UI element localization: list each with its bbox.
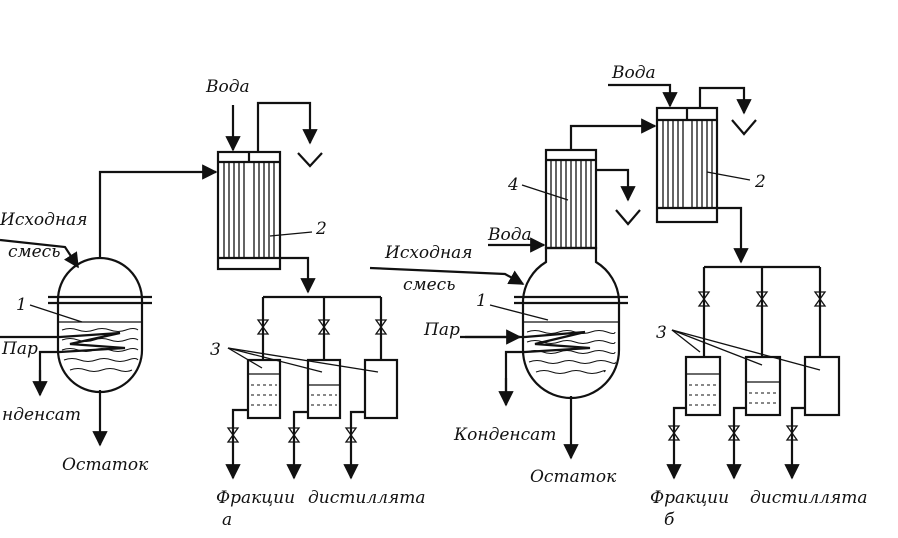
condenser-b [655,106,719,224]
steam-label-b: Пар [423,320,460,340]
number-receivers-a: 3 [210,340,221,360]
still-vessel-a [0,256,152,394]
residue-label-b: Остаток [530,467,617,487]
receiver-a-3 [363,358,399,420]
number-condenser-a: 2 [315,219,327,239]
number-still-a: 1 [16,295,27,315]
water-top-label-b: Вода [611,63,656,83]
diagram-a: Вода Исходная смесь Пар нденсат Остаток … [0,77,425,530]
valve [344,427,358,443]
valve [317,319,331,335]
number-condenser-b: 2 [754,172,766,192]
still-vessel-b [465,246,628,400]
variant-label-b: б [664,510,675,530]
condensate-label-a: нденсат [2,405,81,425]
valve [226,427,240,443]
diagram-b: Вода Вода Исходная смесь Пар Конденсат О… [369,63,867,530]
fractions-label-a: Фракции [216,488,295,508]
number-still-b: 1 [476,291,487,311]
receiver-b-1 [684,355,722,417]
feed-label-a-2: смесь [8,242,60,262]
water-label-a: Вода [205,77,250,97]
receiver-a-1 [246,358,282,420]
receiver-b-2 [744,355,782,417]
condensate-label-b: Конденсат [453,425,556,445]
distillate-label-b: дистиллята [750,488,867,508]
valve [813,291,827,307]
number-dephlegmator-b: 4 [507,175,519,195]
liquid-b [523,321,619,374]
residue-label-a: Остаток [62,455,149,475]
feed-label-b-2: смесь [403,275,455,295]
valve [755,291,769,307]
steam-coil-b [465,330,591,395]
dephlegmator-b [544,148,598,250]
variant-label-a: а [222,510,232,530]
valve [287,427,301,443]
vapor-line-b [569,118,657,150]
water-side-label-b: Вода [487,225,532,245]
feed-label-b-1: Исходная [384,243,473,263]
receiver-b-3 [803,355,841,417]
condenser-a [216,150,282,271]
receiver-a-2 [306,358,342,420]
condenser-tubes-a [223,162,275,258]
valve [667,425,681,441]
steam-label-a: Пар [1,339,38,359]
valve [785,425,799,441]
fractions-label-b: Фракции [650,488,729,508]
valve [374,319,388,335]
distillate-label-a: дистиллята [308,488,425,508]
valve [697,291,711,307]
number-receivers-b: 3 [656,323,667,343]
valve [727,425,741,441]
feed-label-a-1: Исходная [0,210,88,230]
steam-coil-a [0,331,126,392]
valve [256,319,270,335]
vapor-line-a [98,164,218,258]
